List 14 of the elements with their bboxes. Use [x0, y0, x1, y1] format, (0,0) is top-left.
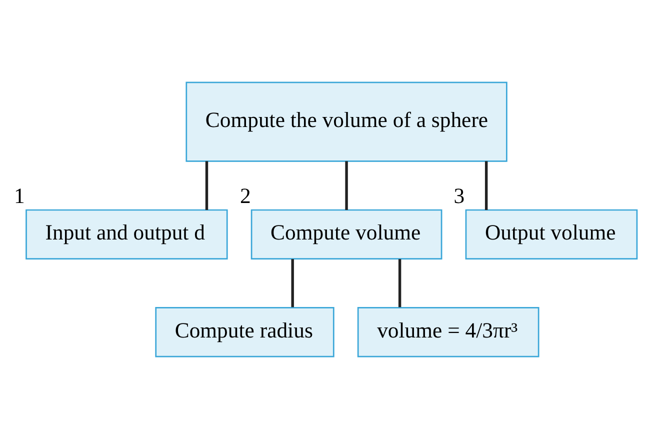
connector [205, 160, 208, 210]
node-label: 1 [14, 183, 25, 208]
connector [345, 160, 348, 210]
connector [398, 258, 402, 307]
node-box: Compute volume [250, 208, 442, 260]
node-box: Output volume [465, 208, 638, 260]
connector [291, 258, 294, 307]
node-box: Compute the volume of a sphere [186, 81, 508, 162]
node-box: Input and output d [26, 208, 228, 260]
node-box: Compute radius [155, 306, 334, 357]
node-label: 3 [454, 183, 465, 208]
node-box: volume = 4/3πr³ [357, 306, 540, 357]
connector [484, 160, 488, 210]
node-label: 2 [240, 183, 251, 208]
